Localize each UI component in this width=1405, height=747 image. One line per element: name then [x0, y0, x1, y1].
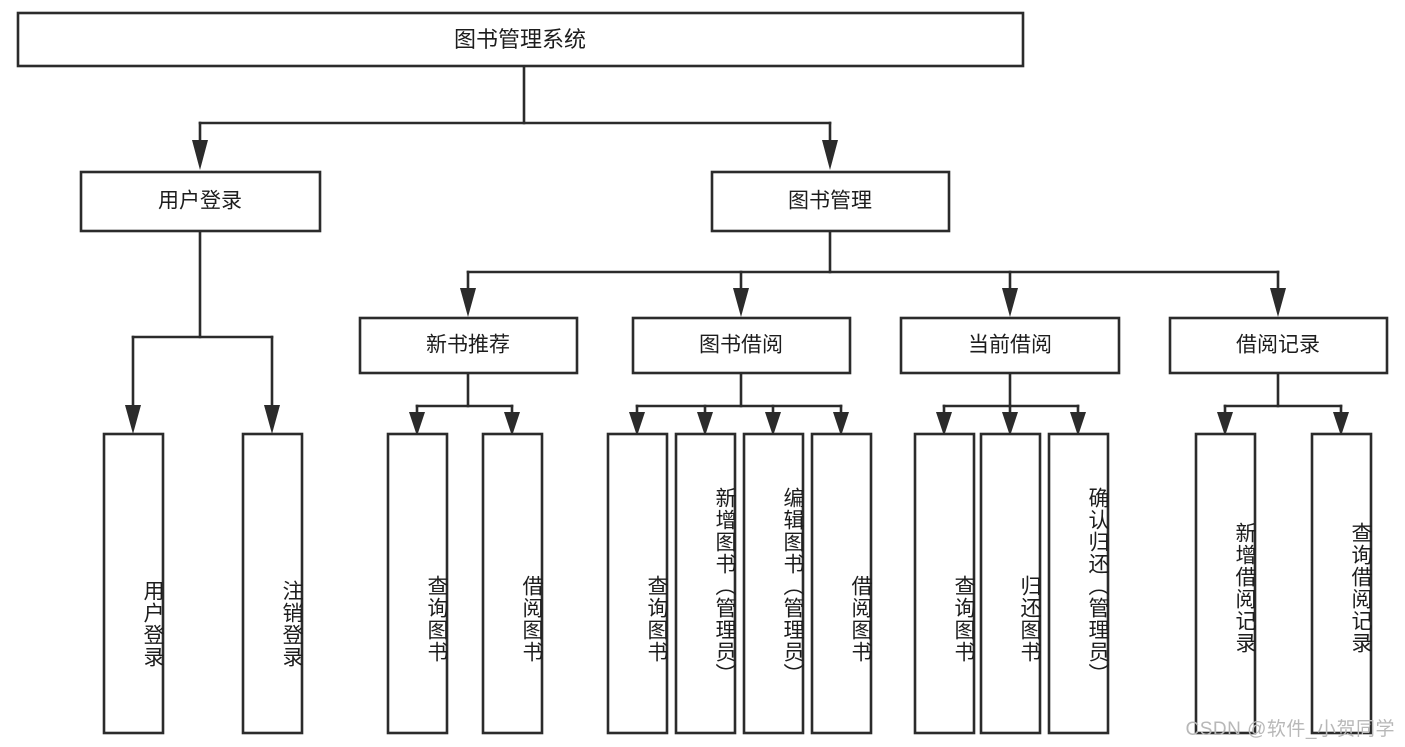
arrow-head-leaf-borrow-book-2: [833, 412, 849, 436]
node-leaf-user-logout-box[interactable]: [241, 432, 304, 735]
arrow-head-leaf-query-record: [1333, 412, 1349, 436]
arrow-head-leaf-add-book: [697, 412, 713, 436]
arrow-head-leaf-query-book-1: [409, 412, 425, 436]
arrow-head-leaf-edit-book: [765, 412, 781, 436]
node-book-borrow-label: 图书借阅: [699, 334, 783, 357]
arrow-head-leaf-add-record: [1217, 412, 1233, 436]
node-new-book-recommend-box[interactable]: [358, 316, 579, 375]
node-leaf-borrow-book-2-box[interactable]: [810, 432, 873, 735]
node-borrow-record-box[interactable]: [1168, 316, 1389, 375]
node-leaf-add-record-box[interactable]: [1194, 432, 1257, 735]
arrow-head-borrow-record: [1270, 288, 1286, 317]
arrow-head-leaf-confirm-return: [1070, 412, 1086, 436]
node-book-borrow-box[interactable]: [631, 316, 852, 375]
arrow-head-leaf-return-book: [1002, 412, 1018, 436]
arrow-head-leaf-user-logout: [264, 405, 280, 434]
node-root-box[interactable]: [16, 11, 1025, 68]
node-new-book-recommend[interactable]: 新书推荐: [358, 316, 579, 375]
node-root-label: 图书管理系统: [454, 27, 586, 52]
node-current-borrow-box[interactable]: [899, 316, 1121, 375]
arrow-head-current-borrow: [1002, 288, 1018, 317]
node-leaf-borrow-book-1-box[interactable]: [481, 432, 544, 735]
arrow-head-user-login: [192, 140, 208, 170]
node-book-borrow[interactable]: 图书借阅: [631, 316, 852, 375]
csdn-watermark: CSDN @软件_小贺同学: [1185, 719, 1395, 740]
node-book-manage-box[interactable]: [710, 170, 951, 233]
node-leaf-query-book-1-box[interactable]: [386, 432, 449, 735]
node-leaf-confirm-return-box[interactable]: [1047, 432, 1110, 735]
node-book-manage-label: 图书管理: [788, 190, 872, 213]
node-current-borrow[interactable]: 当前借阅: [899, 316, 1121, 375]
node-borrow-record[interactable]: 借阅记录: [1168, 316, 1389, 375]
node-user-login-box[interactable]: [79, 170, 322, 233]
arrow-head-leaf-borrow-book-1: [504, 412, 520, 436]
node-leaf-edit-book-box[interactable]: [742, 432, 805, 735]
node-book-manage[interactable]: 图书管理: [710, 170, 951, 233]
node-leaf-return-book-box[interactable]: [979, 432, 1042, 735]
node-current-borrow-label: 当前借阅: [968, 334, 1052, 357]
arrow-head-leaf-query-book-2: [629, 412, 645, 436]
arrow-head-leaf-query-book-3: [936, 412, 952, 436]
node-leaf-query-book-2-box[interactable]: [606, 432, 669, 735]
node-leaf-user-login-box[interactable]: [102, 432, 165, 735]
node-user-login-label: 用户登录: [158, 190, 242, 213]
node-borrow-record-label: 借阅记录: [1236, 334, 1320, 357]
node-user-login[interactable]: 用户登录: [79, 170, 322, 233]
node-root[interactable]: 图书管理系统: [16, 11, 1025, 68]
connectors-layer: [125, 64, 1349, 436]
arrow-head-leaf-user-login: [125, 405, 141, 434]
node-leaf-add-book-box[interactable]: [674, 432, 737, 735]
node-leaf-query-book-3-box[interactable]: [913, 432, 976, 735]
node-leaf-query-record-box[interactable]: [1310, 432, 1373, 735]
arrow-head-book-borrow: [733, 288, 749, 317]
node-new-book-recommend-label: 新书推荐: [426, 334, 510, 357]
arrow-head-new-book-recommend: [460, 288, 476, 317]
arrow-head-book-manage: [822, 140, 838, 170]
